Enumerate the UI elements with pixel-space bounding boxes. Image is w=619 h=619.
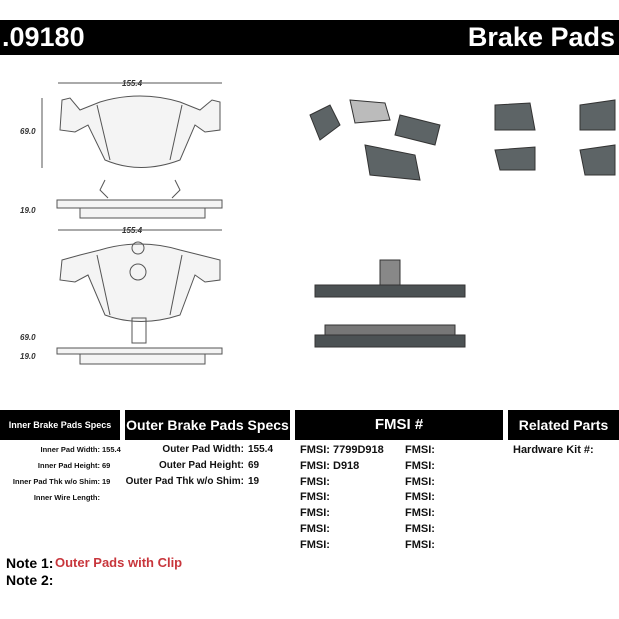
product-photos <box>309 99 616 348</box>
technical-drawing: 155.4 69.0 19.0 155.4 69.0 19.0 <box>20 79 223 365</box>
fmsi-entry: FMSI: <box>405 507 435 520</box>
fmsi-entry: FMSI: D918 <box>300 459 360 472</box>
fmsi-entry: FMSI: <box>300 507 330 520</box>
fmsi-entry: FMSI: <box>405 459 435 472</box>
note-1-value: Outer Pads with Clip <box>55 555 183 570</box>
related-parts-header: Related Parts <box>508 410 619 440</box>
part-number: .09180 <box>2 22 85 52</box>
title-bar: .09180 Brake Pads <box>0 20 619 55</box>
thickness-dimension: 19.0 <box>20 352 36 361</box>
fmsi-entry: FMSI: 7799D918 <box>300 444 384 456</box>
width-dimension: 155.4 <box>122 79 143 88</box>
fmsi-entry: FMSI: <box>405 475 435 488</box>
fmsi-entry: FMSI: <box>405 491 435 504</box>
fmsi-entry: FMSI: <box>300 523 330 535</box>
fmsi-entry: FMSI: <box>405 523 435 535</box>
fmsi-entry: FMSI: <box>405 538 435 551</box>
note-1-label: Note 1: <box>6 555 54 571</box>
product-title: Brake Pads <box>467 22 615 52</box>
hardware-kit-label: Hardware Kit #: <box>513 444 594 456</box>
fmsi-entry: FMSI: <box>405 444 435 456</box>
height-dimension: 69.0 <box>20 127 36 136</box>
fmsi-entry: FMSI: <box>300 538 330 551</box>
outer-specs-header: Outer Brake Pads Specs <box>125 410 290 440</box>
note-2-label: Note 2: <box>6 572 54 588</box>
thickness-dimension: 19.0 <box>20 206 36 215</box>
width-dimension: 155.4 <box>122 226 143 235</box>
height-dimension: 69.0 <box>20 333 36 342</box>
fmsi-header: FMSI # <box>295 410 503 440</box>
inner-specs-header: Inner Brake Pads Specs <box>0 410 120 440</box>
fmsi-entry: FMSI: <box>300 475 330 488</box>
fmsi-entry: FMSI: <box>300 491 330 504</box>
